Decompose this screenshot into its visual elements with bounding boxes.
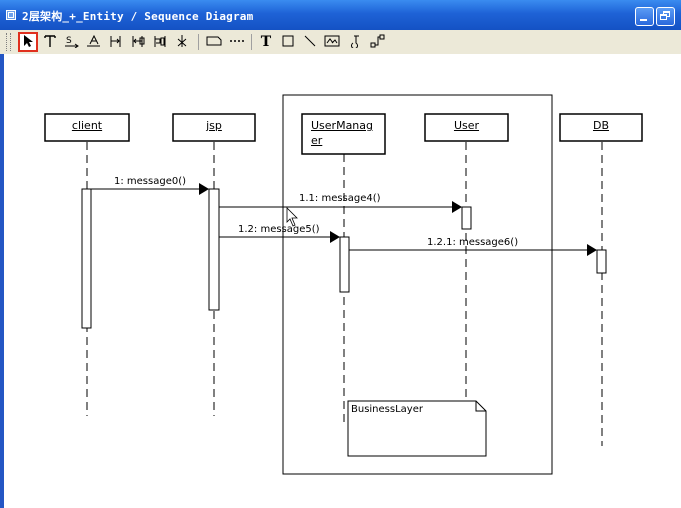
- self-message-icon: [154, 36, 166, 47]
- object-box-usermanager[interactable]: [301, 113, 386, 155]
- destroy-tool-button[interactable]: [128, 32, 148, 52]
- terminate-icon: [177, 35, 187, 47]
- hook-icon: [351, 35, 359, 48]
- note-tool-button[interactable]: [204, 32, 224, 52]
- object-box-jsp[interactable]: [172, 113, 256, 142]
- return-arrow-icon: [87, 34, 100, 47]
- note-fold-corner: [475, 401, 486, 412]
- diagram-toolbar: S: [0, 30, 681, 54]
- window-left-border: [0, 54, 4, 508]
- note-label-business-layer: BusinessLayer: [351, 404, 423, 415]
- return-tool-button[interactable]: [84, 32, 104, 52]
- object-label-db: DB: [592, 119, 610, 132]
- title-bar[interactable]: 2层架构_+_Entity / Sequence Diagram: [0, 0, 681, 30]
- lifeline-icon: [44, 35, 56, 47]
- message-label-1-2: 1.2: message5(): [238, 224, 320, 235]
- toolbar-separator: [251, 34, 252, 50]
- object-box-user[interactable]: [424, 113, 509, 142]
- message-label-1: 1: message0(): [114, 176, 187, 187]
- line-tool-button[interactable]: [300, 32, 320, 52]
- connector-tool-button[interactable]: [368, 32, 388, 52]
- note-icon: [206, 36, 222, 46]
- hook-tool-button[interactable]: [346, 32, 366, 52]
- text-tool-button[interactable]: T: [256, 32, 276, 52]
- object-label-usermanager: UserManag er: [311, 118, 373, 148]
- message-arrowhead-1-2-1: [587, 244, 597, 256]
- self-message-tool-button[interactable]: [150, 32, 170, 52]
- line-icon: [304, 35, 316, 47]
- create-message-icon: [110, 36, 121, 47]
- message-arrowhead-1-2: [330, 231, 340, 243]
- activation-user[interactable]: [461, 206, 472, 230]
- text-icon: T: [260, 34, 272, 50]
- image-tool-button[interactable]: [322, 32, 342, 52]
- create-tool-button[interactable]: [106, 32, 126, 52]
- rectangle-icon: [282, 35, 294, 47]
- object-box-db[interactable]: [559, 113, 643, 142]
- activation-client[interactable]: [81, 188, 92, 329]
- object-label-user: User: [453, 119, 480, 132]
- toolbar-grip-icon[interactable]: [6, 33, 11, 51]
- rectangle-tool-button[interactable]: [278, 32, 298, 52]
- window-icon[interactable]: [6, 10, 16, 20]
- business-layer-package[interactable]: [282, 94, 553, 475]
- object-box-client[interactable]: [44, 113, 130, 142]
- arrow-pointer-icon: [24, 35, 33, 47]
- connector-icon: [370, 34, 385, 48]
- anchor-tool-button[interactable]: [228, 32, 248, 52]
- svg-text:S: S: [66, 36, 72, 46]
- toolbar-separator: [198, 34, 199, 50]
- activation-usermanager[interactable]: [339, 236, 350, 293]
- object-label-usermanager-line2: er: [311, 134, 323, 147]
- destroy-message-icon: [132, 36, 145, 47]
- image-icon: [324, 35, 340, 47]
- object-tool-button[interactable]: [40, 32, 60, 52]
- activation-db[interactable]: [596, 249, 607, 274]
- message-tool-button[interactable]: S: [62, 32, 82, 52]
- mouse-cursor-icon: [286, 207, 298, 227]
- dashed-line-icon: [230, 40, 246, 42]
- terminate-tool-button[interactable]: [172, 32, 192, 52]
- minimize-button[interactable]: [635, 7, 654, 26]
- object-label-jsp: jsp: [206, 119, 222, 132]
- note-business-layer[interactable]: [347, 400, 487, 457]
- message-label-1-2-1: 1.2.1: message6(): [427, 237, 519, 248]
- message-arrow-icon: S: [65, 36, 79, 48]
- restore-button[interactable]: [656, 7, 675, 26]
- activation-jsp[interactable]: [208, 188, 220, 311]
- object-label-usermanager-line1: UserManag: [311, 119, 373, 132]
- object-label-client: client: [71, 119, 103, 132]
- message-arrowhead-1: [199, 183, 209, 195]
- message-label-1-1: 1.1: message4(): [299, 193, 381, 204]
- select-tool-button[interactable]: [18, 32, 38, 52]
- message-arrowhead-1-1: [452, 201, 462, 213]
- window-title: 2层架构_+_Entity / Sequence Diagram: [22, 10, 254, 23]
